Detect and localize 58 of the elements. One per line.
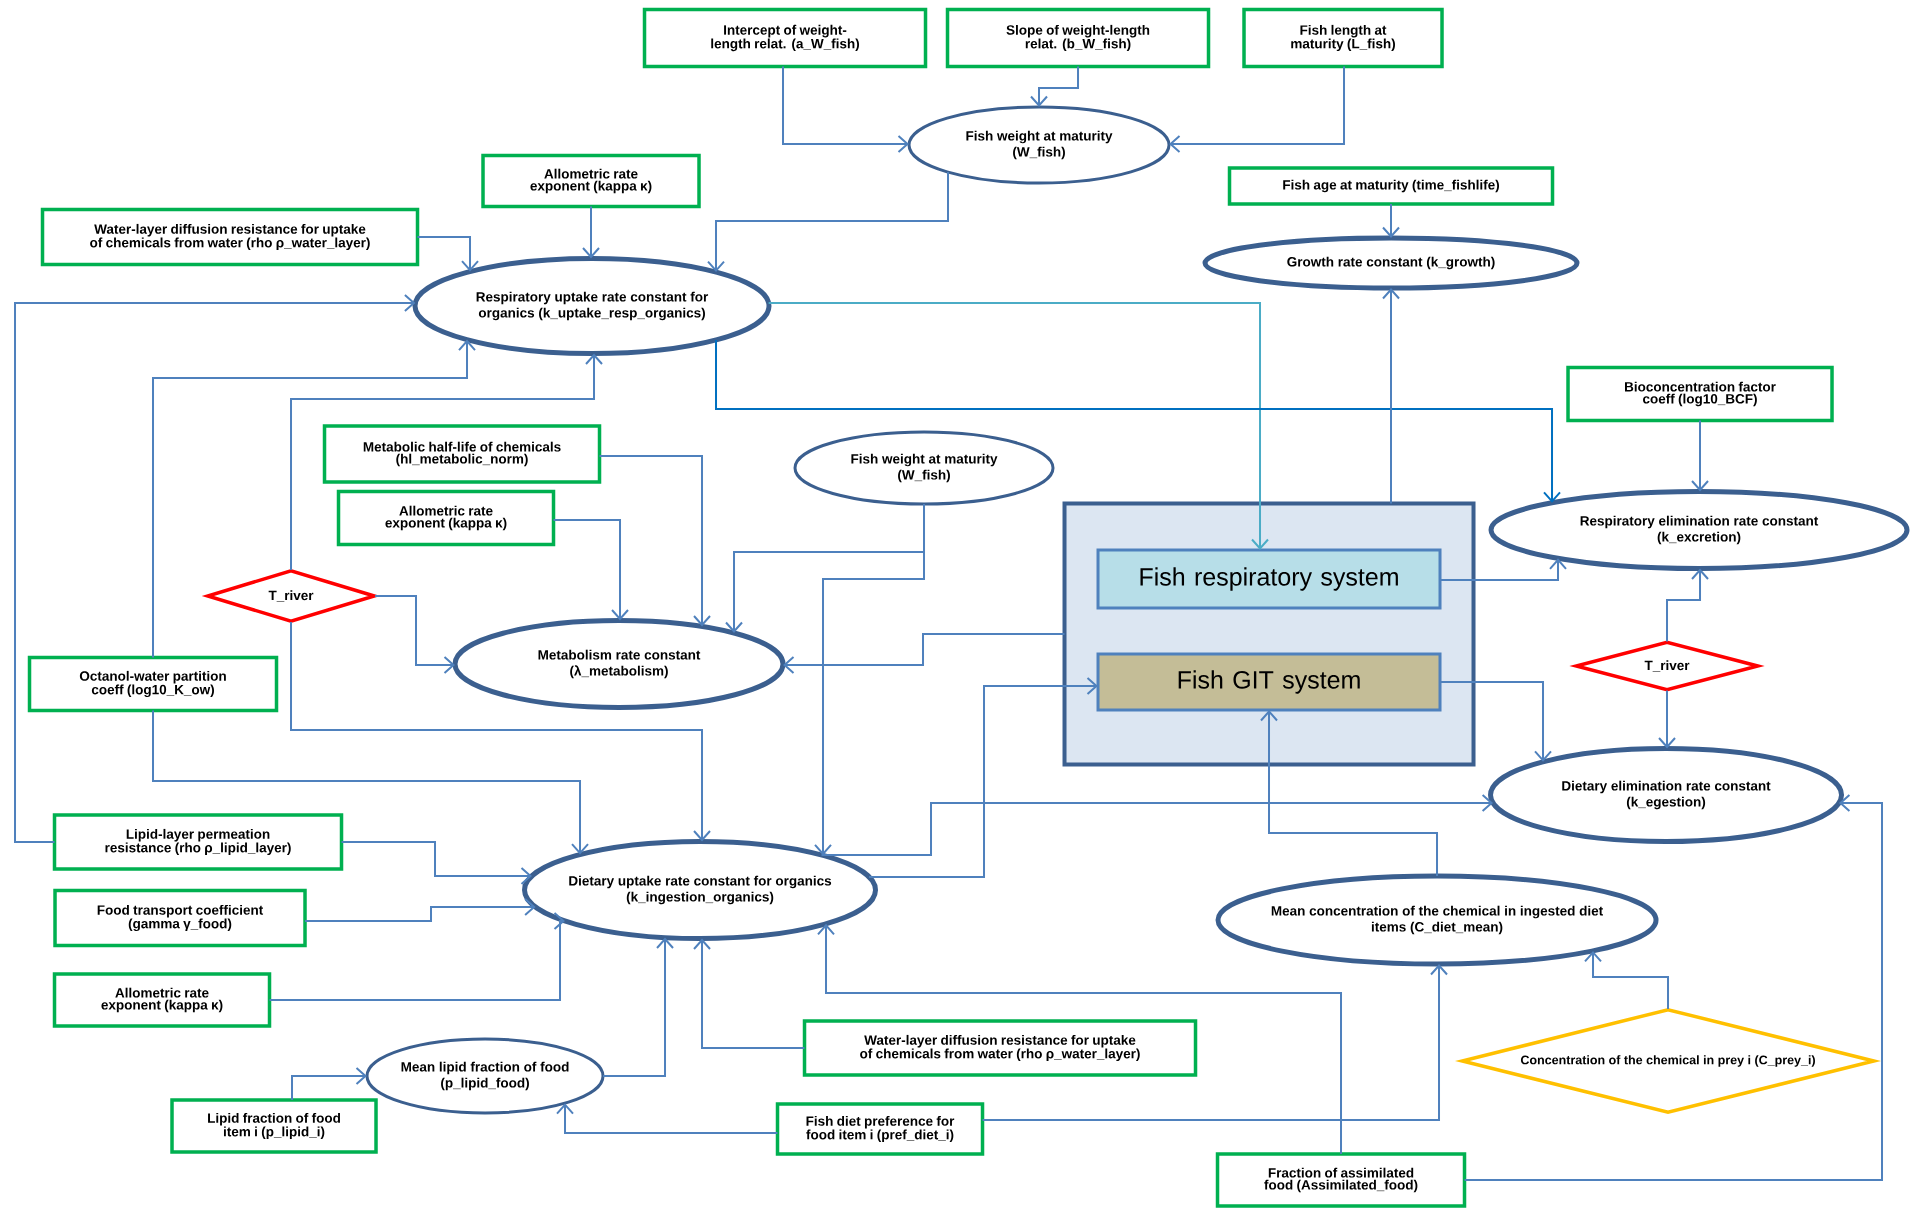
arrow bbox=[1030, 65, 1079, 107]
arrow bbox=[981, 964, 1448, 1121]
arrow bbox=[868, 677, 1098, 878]
arrow bbox=[715, 338, 1561, 503]
parameter-box: Fish age at maturity (time_fishlife) bbox=[1227, 166, 1555, 206]
parameter-box: Allometric rate exponent (kappa κ) bbox=[481, 153, 701, 209]
arrow bbox=[1260, 710, 1438, 877]
arrow bbox=[582, 205, 600, 259]
arrow bbox=[290, 621, 711, 842]
parameter-box: Fraction of assimilated food (Assimilated_food) bbox=[1215, 1152, 1467, 1208]
system-box: Fish GIT system bbox=[1096, 652, 1442, 712]
arrow bbox=[1382, 288, 1400, 505]
arrow bbox=[304, 898, 536, 922]
arrow bbox=[1666, 568, 1709, 643]
arrow bbox=[707, 171, 949, 273]
arrow bbox=[268, 912, 565, 1001]
parameter-box: Lipid-layer permeation resistance (rho ρ_lipid_layer) bbox=[52, 813, 344, 871]
arrow bbox=[1169, 65, 1345, 153]
arrow bbox=[693, 938, 806, 1049]
arrow bbox=[152, 339, 476, 659]
arrow bbox=[1463, 794, 1883, 1181]
parameter-box: Allometric rate exponent (kappa κ) bbox=[52, 972, 272, 1028]
arrow bbox=[783, 633, 1066, 674]
parameter-box: Fish length at maturity (L_fish) bbox=[1242, 7, 1444, 69]
system-box: Fish respiratory system bbox=[1096, 548, 1442, 610]
arrow bbox=[552, 519, 629, 621]
parameter-box: Fish diet preference for food item i (pref_diet_i) bbox=[775, 1102, 985, 1156]
parameter-box: Octanol-water partition coeff (log10_K_ow) bbox=[27, 655, 279, 713]
arrow bbox=[1584, 950, 1669, 1010]
arrow bbox=[1439, 681, 1552, 762]
parameter-box: Allometric rate exponent (kappa κ) bbox=[336, 489, 556, 547]
arrow bbox=[1691, 419, 1709, 492]
arrow bbox=[416, 236, 479, 272]
parameter-box: Water-layer diffusion resistance for uptake of chemicals from water (rho ρ_water_layer) bbox=[40, 207, 420, 267]
arrow bbox=[291, 1067, 367, 1101]
arrow bbox=[814, 503, 925, 856]
arrow bbox=[1658, 689, 1676, 749]
parameter-box: Water-layer diffusion resistance for uptake of chemicals from water (rho ρ_water_layer) bbox=[802, 1019, 1198, 1077]
arrow bbox=[767, 302, 1269, 550]
arrow bbox=[820, 794, 1494, 856]
arrow bbox=[602, 937, 674, 1077]
parameter-box: Food transport coefficient (gamma γ_food) bbox=[53, 888, 307, 948]
parameter-box: Lipid fraction of food item i (p_lipid_i) bbox=[170, 1098, 378, 1154]
parameter-box: Slope of weight-length relat. (b_W_fish) bbox=[945, 7, 1211, 69]
arrow bbox=[340, 841, 532, 885]
arrow bbox=[782, 65, 909, 153]
parameter-box: Intercept of weight-length relat. (a_W_fish) bbox=[642, 7, 928, 69]
arrow bbox=[1439, 558, 1567, 581]
arrow bbox=[14, 294, 416, 843]
arrow bbox=[1382, 203, 1400, 238]
arrow bbox=[374, 595, 455, 674]
arrow bbox=[556, 1103, 779, 1134]
parameter-box: Metabolic half-life of chemicals (hl_metabolic_norm) bbox=[322, 424, 602, 484]
parameter-box: Bioconcentration factor coeff (log10_BCF) bbox=[1566, 365, 1834, 423]
arrow bbox=[290, 353, 603, 571]
arrow bbox=[152, 709, 589, 855]
arrow bbox=[817, 923, 1342, 1155]
arrow bbox=[598, 455, 711, 627]
